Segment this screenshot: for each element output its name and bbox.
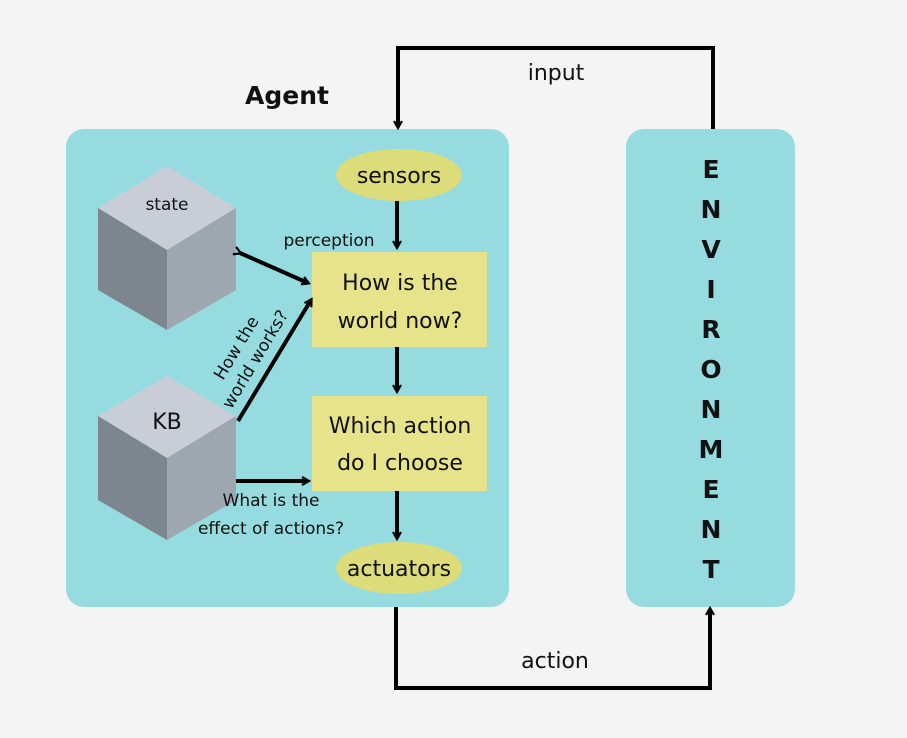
state-world-double-arrow xyxy=(240,253,308,283)
kb-cube xyxy=(98,376,236,540)
action-arrow xyxy=(394,607,710,690)
kb-label: KB xyxy=(152,410,182,435)
kb-to-world-arrow xyxy=(236,300,313,423)
sensors-label: sensors xyxy=(357,164,441,189)
actuators-label: actuators xyxy=(347,557,451,582)
state-label: state xyxy=(145,195,188,215)
which-action-line-1: Which action xyxy=(329,414,472,439)
environment-panel xyxy=(626,129,795,607)
sensors-ellipse xyxy=(336,149,462,201)
environment-letter: N xyxy=(701,195,722,224)
environment-letter: V xyxy=(701,235,721,264)
environment-letter: M xyxy=(699,435,724,464)
environment-letter: T xyxy=(702,555,719,584)
environment-letter: E xyxy=(702,475,719,504)
environment-letter: N xyxy=(701,515,722,544)
action-label: action xyxy=(521,649,589,674)
environment-letter: N xyxy=(701,395,722,424)
world-now-box xyxy=(312,252,487,347)
input-arrow xyxy=(398,46,715,129)
effect-actions-line-2: effect of actions? xyxy=(198,519,344,539)
actuators-ellipse xyxy=(336,542,462,594)
which-action-line-2: do I choose xyxy=(337,451,463,476)
world-now-line-1: How is the xyxy=(342,271,458,296)
input-label: input xyxy=(528,61,585,86)
environment-letter: I xyxy=(706,275,715,304)
world-now-line-2: world now? xyxy=(338,309,463,334)
environment-letter: E xyxy=(702,155,719,184)
perception-label: perception xyxy=(283,231,374,251)
which-action-box xyxy=(312,396,487,491)
environment-letter: R xyxy=(701,315,720,344)
state-cube xyxy=(98,166,236,330)
environment-letter: O xyxy=(700,355,721,384)
agent-title: Agent xyxy=(245,81,329,110)
effect-actions-line-1: What is the xyxy=(223,491,320,511)
